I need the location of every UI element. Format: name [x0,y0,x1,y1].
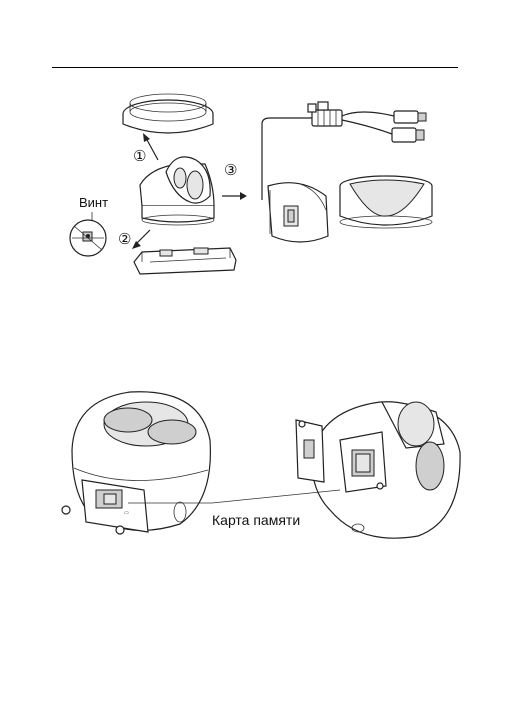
screw-label: Винт [79,195,108,210]
bottom-figure: ▭ Карта памяти [62,392,460,538]
camera-left: ▭ [62,392,210,534]
arrow-step-1-head [143,133,150,142]
camera-side-open [268,183,328,242]
step-3-label: ③ [224,162,237,179]
arrow-step-3-head [240,192,247,200]
arrow-step-2 [136,230,150,244]
enclosure-shell [340,176,432,228]
dome-camera [140,157,214,225]
mounting-base [134,248,236,274]
arrow-step-2-head [132,241,141,249]
step-1-label: ① [133,148,146,165]
top-figure: ① ③ Винт ② [70,94,432,274]
slot-mark-left: ▭ [124,510,129,516]
memory-card-label: Карта памяти [212,512,300,528]
trim-ring [123,94,213,133]
arrow-step-1 [146,138,158,160]
screw-detail [70,220,106,256]
camera-right [296,402,460,538]
step-2-label: ② [118,231,131,248]
